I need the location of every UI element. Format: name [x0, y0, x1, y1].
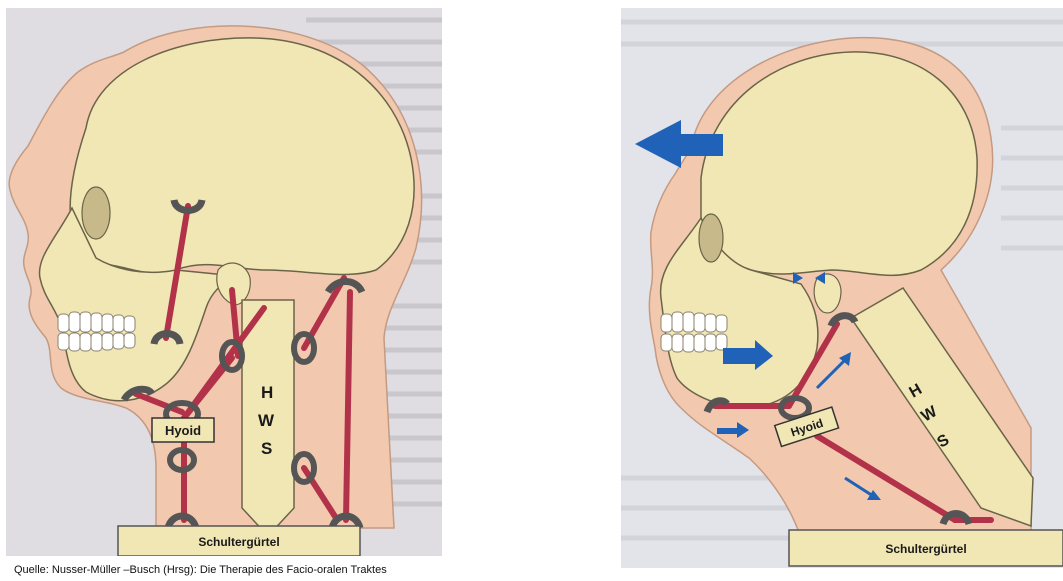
shoulder-label: Schultergürtel: [198, 535, 279, 549]
spine-letter-w: W: [258, 411, 275, 430]
hyoid-label: Hyoid: [165, 423, 201, 438]
source-citation: Quelle: Nusser-Müller –Busch (Hrsg): Die…: [14, 564, 387, 576]
left-anatomy-figure: H W S Hy: [6, 8, 442, 556]
spine-letter-h: H: [261, 383, 273, 402]
right-anatomy-figure: H W S Hyoid: [621, 8, 1063, 568]
shoulder-label: Schultergürtel: [885, 542, 966, 556]
right-figure-drawing: H W S Hyoid: [621, 8, 1063, 568]
left-figure-drawing: H W S Hy: [6, 8, 442, 556]
spine-letter-s: S: [261, 439, 272, 458]
